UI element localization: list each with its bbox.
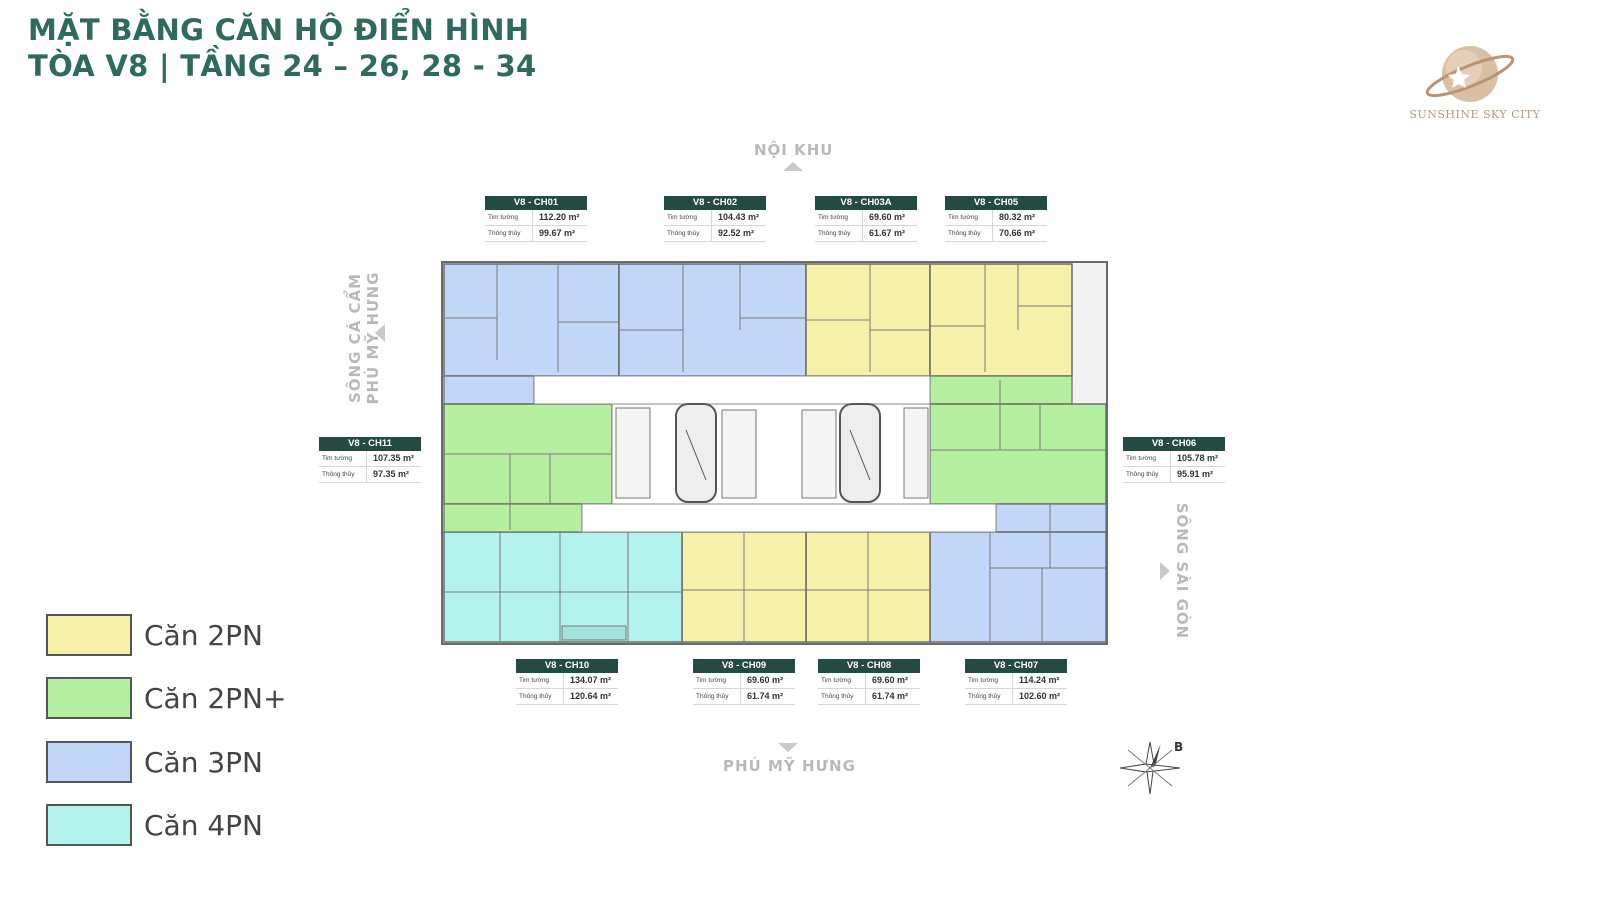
unit-name: V8 - CH05 bbox=[945, 196, 1047, 210]
arrow-down-icon bbox=[778, 743, 798, 752]
thong-thuy-label: Thông thủy bbox=[664, 226, 712, 241]
tim-tuong-value: 104.43 m² bbox=[718, 212, 760, 222]
tim-tuong-value: 107.35 m² bbox=[373, 453, 415, 463]
tim-tuong-value: 69.60 m² bbox=[872, 675, 909, 685]
legend-label-3pn: Căn 3PN bbox=[144, 745, 263, 779]
thong-thuy-value: 102.60 m² bbox=[1019, 691, 1061, 701]
arrow-up-icon bbox=[783, 162, 803, 171]
compass-rose-icon bbox=[1119, 741, 1181, 795]
thong-thuy-value: 61.67 m² bbox=[869, 228, 906, 238]
building-core bbox=[533, 375, 997, 533]
legend-item-3pn: Căn 3PN bbox=[46, 741, 263, 783]
tim-tuong-value: 69.60 m² bbox=[869, 212, 906, 222]
tim-tuong-value: 134.07 m² bbox=[570, 675, 612, 685]
page-title: MẶT BẰNG CĂN HỘ ĐIỂN HÌNH TÒA V8 | TẦNG … bbox=[28, 12, 536, 84]
legend-swatch-2pn bbox=[46, 614, 132, 656]
tim-tuong-value: 112.20 m² bbox=[539, 212, 580, 222]
legend-label-2pn-plus: Căn 2PN+ bbox=[144, 681, 287, 715]
direction-top-label: NỘI KHU bbox=[754, 141, 834, 159]
thong-thuy-value: 61.74 m² bbox=[747, 691, 784, 701]
unit-ch11-area bbox=[443, 403, 613, 533]
compass-label: B bbox=[1174, 740, 1185, 754]
thong-thuy-value: 95.91 m² bbox=[1177, 469, 1214, 479]
unit-label-ch02: V8 - CH02 Tim tường 104.43 m² Thông thủy 9… bbox=[664, 196, 766, 242]
unit-label-ch09: V8 - CH09 Tim tường 69.60 m² Thông thủy 61… bbox=[693, 659, 795, 705]
unit-label-ch08: V8 - CH08 Tim tường 69.60 m² Thông thủy 61… bbox=[818, 659, 920, 705]
thong-thuy-label: Thông thủy bbox=[516, 689, 564, 704]
tim-tuong-label: Tim tường bbox=[485, 210, 533, 225]
tim-tuong-value: 80.32 m² bbox=[999, 212, 1036, 222]
tim-tuong-label: Tim tường bbox=[516, 673, 564, 688]
unit-name: V8 - CH02 bbox=[664, 196, 766, 210]
thong-thuy-label: Thông thủy bbox=[319, 467, 367, 482]
thong-thuy-value: 70.66 m² bbox=[999, 228, 1036, 238]
unit-name: V8 - CH03A bbox=[815, 196, 917, 210]
unit-ch05-area bbox=[929, 263, 1073, 377]
title-line-1: MẶT BẰNG CĂN HỘ ĐIỂN HÌNH bbox=[28, 13, 530, 47]
thong-thuy-value: 97.35 m² bbox=[373, 469, 410, 479]
legend-label-4pn: Căn 4PN bbox=[144, 808, 263, 842]
thong-thuy-label: Thông thủy bbox=[693, 689, 741, 704]
planet-ring-logo bbox=[1425, 46, 1515, 102]
thong-thuy-value: 120.64 m² bbox=[570, 691, 612, 701]
unit-ch06-area bbox=[929, 375, 1107, 505]
unit-label-ch01: V8 - CH01 Tim tường 112.20 m² Thông thủy 9… bbox=[485, 196, 587, 242]
unit-name: V8 - CH06 bbox=[1123, 437, 1225, 451]
unit-label-ch10: V8 - CH10 Tim tường 134.07 m² Thông thủy 1… bbox=[516, 659, 618, 705]
tim-tuong-label: Tim tường bbox=[965, 673, 1013, 688]
unit-ch01-area bbox=[443, 263, 620, 405]
unit-name: V8 - CH10 bbox=[516, 659, 618, 673]
direction-bottom-label: PHÚ MỸ HƯNG bbox=[723, 757, 856, 775]
thong-thuy-value: 99.67 m² bbox=[539, 228, 576, 238]
legend-item-4pn: Căn 4PN bbox=[46, 804, 263, 846]
tim-tuong-value: 114.24 m² bbox=[1019, 675, 1060, 685]
tim-tuong-label: Tim tường bbox=[945, 210, 993, 225]
unit-ch02-area bbox=[618, 263, 807, 377]
arrow-left-icon bbox=[375, 324, 385, 342]
tim-tuong-label: Tim tường bbox=[1123, 451, 1171, 466]
thong-thuy-value: 92.52 m² bbox=[718, 228, 755, 238]
unit-label-ch11: V8 - CH11 Tim tường 107.35 m² Thông thủy 9… bbox=[319, 437, 421, 483]
unit-ch09-area bbox=[681, 531, 807, 643]
thong-thuy-label: Thông thủy bbox=[1123, 467, 1171, 482]
unit-label-ch06: V8 - CH06 Tim tường 105.78 m² Thông thủy 9… bbox=[1123, 437, 1225, 483]
title-line-2: TÒA V8 | TẦNG 24 – 26, 28 - 34 bbox=[28, 49, 537, 83]
unit-ch08-area bbox=[805, 531, 931, 643]
unit-ch03a-area bbox=[805, 263, 931, 377]
tim-tuong-value: 105.78 m² bbox=[1177, 453, 1219, 463]
thong-thuy-label: Thông thủy bbox=[818, 689, 866, 704]
tim-tuong-value: 69.60 m² bbox=[747, 675, 784, 685]
logo-text: SUNSHINE SKY CITY bbox=[1409, 108, 1541, 121]
unit-ch10-area bbox=[443, 531, 683, 643]
legend-item-2pn-plus: Căn 2PN+ bbox=[46, 677, 286, 719]
unit-label-ch05: V8 - CH05 Tim tường 80.32 m² Thông thủy 70… bbox=[945, 196, 1047, 242]
legend-label-2pn: Căn 2PN bbox=[144, 618, 263, 652]
thong-thuy-label: Thông thủy bbox=[485, 226, 533, 241]
unit-name: V8 - CH07 bbox=[965, 659, 1067, 673]
legend-swatch-2pn-plus bbox=[46, 677, 132, 719]
thong-thuy-label: Thông thủy bbox=[815, 226, 863, 241]
legend-swatch-3pn bbox=[46, 741, 132, 783]
unit-label-ch07: V8 - CH07 Tim tường 114.24 m² Thông thủy 1… bbox=[965, 659, 1067, 705]
thong-thuy-label: Thông thủy bbox=[945, 226, 993, 241]
unit-label-ch03a: V8 - CH03A Tim tường 69.60 m² Thông thủy 6… bbox=[815, 196, 917, 242]
tim-tuong-label: Tim tường bbox=[815, 210, 863, 225]
unit-name: V8 - CH08 bbox=[818, 659, 920, 673]
thong-thuy-value: 61.74 m² bbox=[872, 691, 909, 701]
arrow-right-icon bbox=[1160, 562, 1170, 580]
legend-item-2pn: Căn 2PN bbox=[46, 614, 263, 656]
unit-name: V8 - CH09 bbox=[693, 659, 795, 673]
unit-name: V8 - CH11 bbox=[319, 437, 421, 451]
unit-name: V8 - CH01 bbox=[485, 196, 587, 210]
legend-swatch-4pn bbox=[46, 804, 132, 846]
tim-tuong-label: Tim tường bbox=[693, 673, 741, 688]
tim-tuong-label: Tim tường bbox=[664, 210, 712, 225]
tim-tuong-label: Tim tường bbox=[818, 673, 866, 688]
tim-tuong-label: Tim tường bbox=[319, 451, 367, 466]
thong-thuy-label: Thông thủy bbox=[965, 689, 1013, 704]
unit-ch07-area bbox=[929, 503, 1107, 643]
